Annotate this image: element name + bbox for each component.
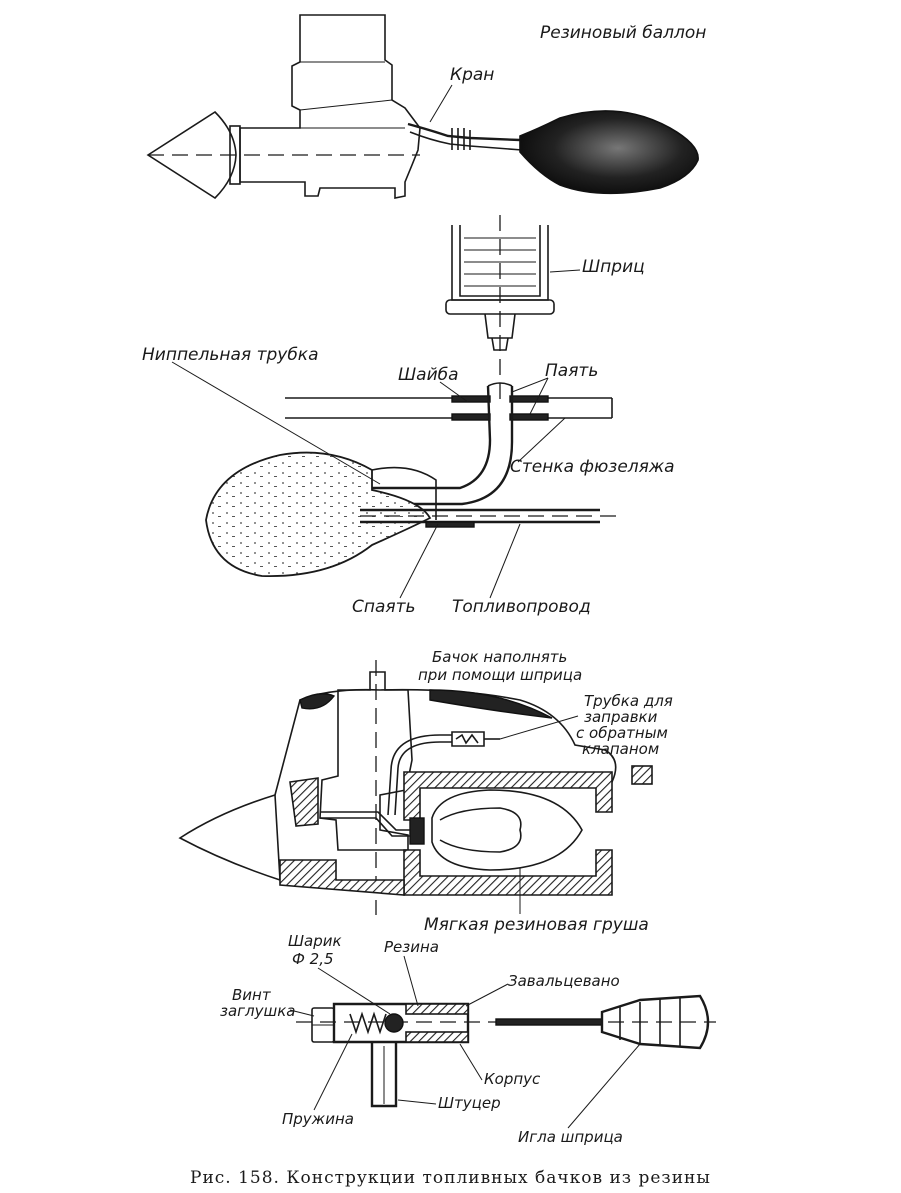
figure3-fuselage-section: Бачок наполнять при помощи шприца Трубка… [178, 648, 673, 935]
washer-left [451, 395, 491, 403]
fitting [370, 1042, 398, 1108]
label-syringe: Шприц [582, 257, 645, 277]
label-rubber: Резина [384, 938, 439, 956]
valve-tube [407, 122, 521, 142]
label-screw-line2: заглушка [220, 1002, 296, 1020]
label-fill-line2: при помощи шприца [418, 666, 582, 684]
label-rubber-balloon: Резиновый баллон [540, 23, 706, 43]
spring [349, 1011, 387, 1035]
label-fuselage-wall: Стенка фюзеляжа [510, 457, 675, 477]
ball [384, 1013, 404, 1033]
label-soft-bulb: Мягкая резиновая груша [424, 915, 649, 935]
soft-rubber-bulb [431, 789, 583, 871]
label-solder-bottom: Спаять [352, 597, 416, 617]
label-fitting: Штуцер [438, 1094, 501, 1112]
label-fill-line1: Бачок наполнять [432, 648, 567, 666]
tank-bay-top [403, 771, 613, 821]
figure4-check-valve-detail: Шарик Ф 2,5 Резина Винт заглушка Завальц… [220, 932, 716, 1146]
label-fuel-line: Топливопровод [452, 597, 591, 617]
figure-caption: Рис. 158. Конструкции топливных бачков и… [190, 1168, 711, 1188]
label-rolled: Завальцевано [508, 972, 620, 990]
label-body: Корпус [484, 1070, 541, 1088]
label-spring: Пружина [282, 1110, 354, 1128]
label-tube-line2: заправки [584, 708, 658, 726]
fuel-line [360, 508, 618, 528]
valve-coil [451, 128, 471, 150]
filler-tube [394, 741, 452, 816]
label-solder-top: Паять [545, 361, 598, 381]
fuselage-wall [285, 397, 613, 419]
label-washer: Шайба [398, 365, 459, 385]
label-needle: Игла шприца [518, 1128, 623, 1146]
label-screw-line1: Винт [232, 986, 272, 1004]
engine-feed-pipe [320, 811, 410, 831]
label-ball-line2: Ф 2,5 [292, 950, 334, 968]
figure1-engine-with-balloon: Резиновый баллон Кран [146, 14, 706, 200]
tank-bay-bottom [403, 849, 613, 896]
label-ball-line1: Шарик [288, 932, 342, 950]
check-valve [451, 731, 485, 747]
label-valve: Кран [450, 65, 494, 85]
label-tube-line4: клапаном [582, 740, 659, 758]
label-nipple-tube: Ниппельная трубка [142, 345, 319, 365]
lower-hull [279, 859, 405, 896]
engine-block [319, 671, 413, 851]
label-tube-line1: Трубка для [584, 692, 673, 710]
rubber-tank-bag [205, 451, 432, 577]
syringe-needle [495, 994, 710, 1050]
nose-spinner [178, 793, 281, 882]
figure2-tank-with-syringe: Шприц Ниппельная трубка Шайба Паять Стен… [142, 215, 675, 617]
nipple-tube [372, 385, 492, 490]
label-tube-line3: с обратным [576, 724, 668, 742]
rubber-balloon [519, 110, 699, 195]
washer-right [509, 395, 549, 403]
